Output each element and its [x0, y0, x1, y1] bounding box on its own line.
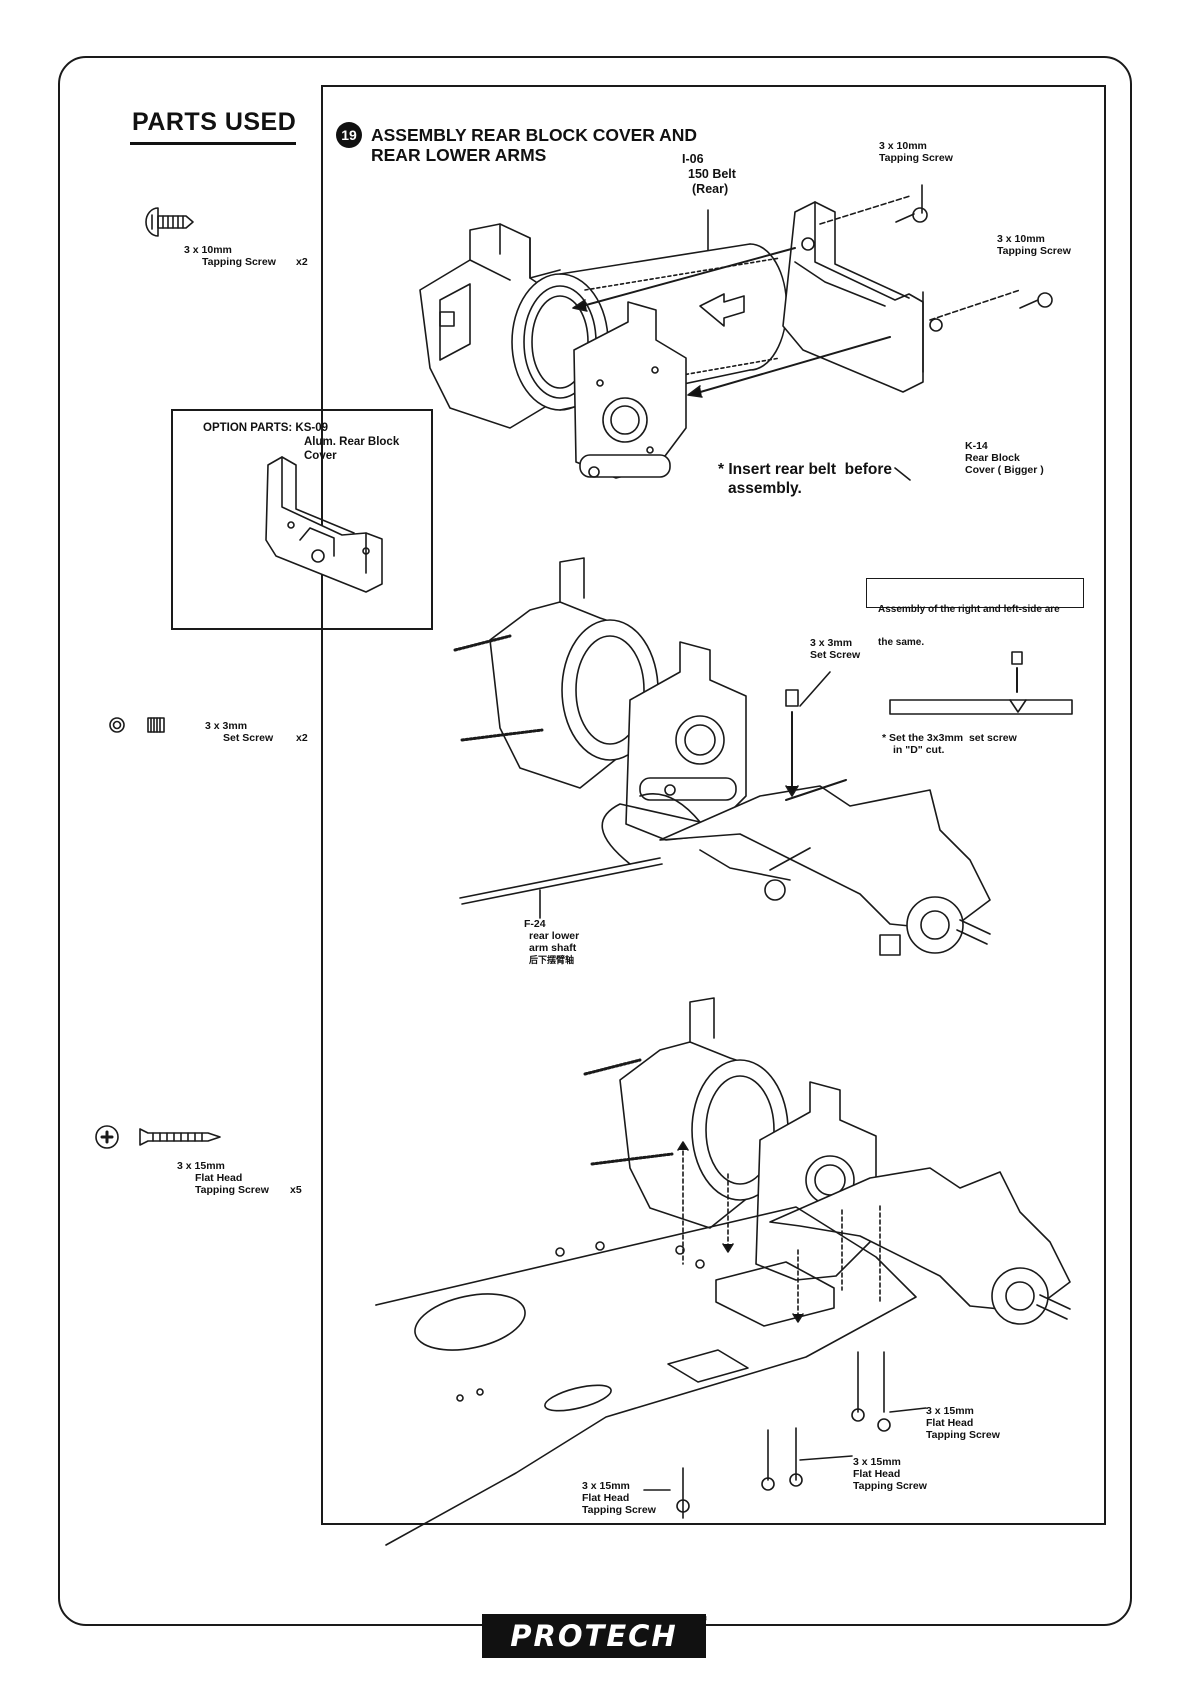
right-screw-size: 3 x 10mm — [997, 233, 1045, 245]
option-parts-box — [171, 409, 433, 630]
option-parts-line2: Alum. Rear Block — [304, 436, 400, 448]
trademark-mark: ® — [702, 1616, 708, 1623]
flat-head-a-size: 3 x 15mm — [926, 1405, 974, 1417]
title-underline — [130, 142, 296, 145]
screw-head-icon — [145, 207, 194, 237]
cover-line2: Rear Block — [965, 452, 1020, 464]
part-name-tapping-10: Tapping Screw — [202, 256, 276, 268]
set-screw-name: Set Screw — [810, 649, 861, 661]
set-screw-callout — [601, 671, 847, 865]
part-qty-flat-head: x5 — [290, 1184, 302, 1196]
flat-head-a-line3: Tapping Screw — [926, 1429, 1000, 1441]
part-name2-flat-head: Tapping Screw — [195, 1184, 269, 1196]
same-sides-note: Assembly of the right and left-side are … — [866, 578, 1084, 648]
insert-belt-note-line1: * Insert rear belt before — [718, 461, 893, 478]
protech-logo: PROTECH — [482, 1614, 706, 1658]
belt-line3: (Rear) — [692, 182, 729, 196]
flat-head-b-size: 3 x 15mm — [853, 1456, 901, 1468]
set-screw-icon — [109, 717, 165, 733]
tapping-screw-top-icon — [895, 207, 1053, 309]
chassis-plate — [375, 1206, 917, 1546]
bottom-arrows — [677, 1141, 881, 1323]
dcut-note-line2: in "D" cut. — [893, 744, 945, 756]
part-size-flat-head: 3 x 15mm — [177, 1160, 225, 1172]
step-number-badge: 19 — [336, 122, 362, 148]
shaft-line3: arm shaft — [529, 942, 577, 954]
shaft-line2: rear lower — [529, 930, 580, 942]
brand-name: PROTECH — [510, 1619, 678, 1653]
arrows-top — [572, 184, 1021, 481]
top-screw-name: Tapping Screw — [879, 152, 953, 164]
insert-belt-note-line2: assembly. — [728, 480, 802, 497]
arm-shaft — [459, 857, 663, 919]
lower-arm-middle — [659, 785, 991, 956]
same-sides-line1: Assembly of the right and left-side are — [878, 604, 1060, 615]
same-sides-line2: the same. — [878, 637, 925, 648]
flat-head-c-size: 3 x 15mm — [582, 1480, 630, 1492]
dcut-detail — [889, 651, 1073, 715]
step-title-line2: REAR LOWER ARMS — [371, 145, 547, 165]
part-qty-set-screw: x2 — [296, 732, 308, 744]
part-name-set-screw: Set Screw — [223, 732, 274, 744]
belt-code: I-06 — [682, 152, 704, 166]
part-qty-tapping-10: x2 — [296, 256, 308, 268]
part-name1-flat-head: Flat Head — [195, 1172, 243, 1184]
rear-block-middle — [453, 557, 747, 841]
rear-block-cover — [782, 201, 943, 393]
lower-arm-bottom — [769, 1167, 1071, 1325]
set-screw-size: 3 x 3mm — [810, 637, 853, 649]
flat-head-b-line2: Flat Head — [853, 1468, 901, 1480]
part-size-tapping-10: 3 x 10mm — [184, 244, 232, 256]
flat-head-c-line3: Tapping Screw — [582, 1504, 656, 1516]
step-title-line1: ASSEMBLY REAR BLOCK COVER AND — [371, 125, 698, 145]
option-parts-line3: Cover — [304, 450, 337, 462]
flat-head-c-line2: Flat Head — [582, 1492, 630, 1504]
right-screw-name: Tapping Screw — [997, 245, 1071, 257]
flat-head-screw-icon — [95, 1125, 221, 1149]
instruction-panel — [321, 85, 1106, 1525]
shaft-line4: 后下摆臂轴 — [529, 955, 575, 965]
flat-head-a-line2: Flat Head — [926, 1417, 974, 1429]
parts-used-title: PARTS USED — [132, 108, 297, 136]
cover-code: K-14 — [965, 440, 988, 452]
top-screw-size: 3 x 10mm — [879, 140, 927, 152]
option-parts-heading: OPTION PARTS: KS-09 — [203, 422, 329, 434]
belt-line2: 150 Belt — [688, 167, 736, 181]
option-cover-sketch — [265, 456, 383, 593]
rear-block-bottom — [583, 997, 877, 1281]
direction-arrow-icon — [699, 293, 745, 327]
rear-block-top — [419, 223, 788, 479]
part-size-set-screw: 3 x 3mm — [205, 720, 248, 732]
cover-line3: Cover ( Bigger ) — [965, 464, 1044, 476]
flat-head-b-line3: Tapping Screw — [853, 1480, 927, 1492]
flat-head-screws-bottom — [643, 1351, 927, 1519]
dcut-note-line1: * Set the 3x3mm set screw — [882, 732, 1017, 744]
shaft-code: F-24 — [524, 918, 546, 930]
